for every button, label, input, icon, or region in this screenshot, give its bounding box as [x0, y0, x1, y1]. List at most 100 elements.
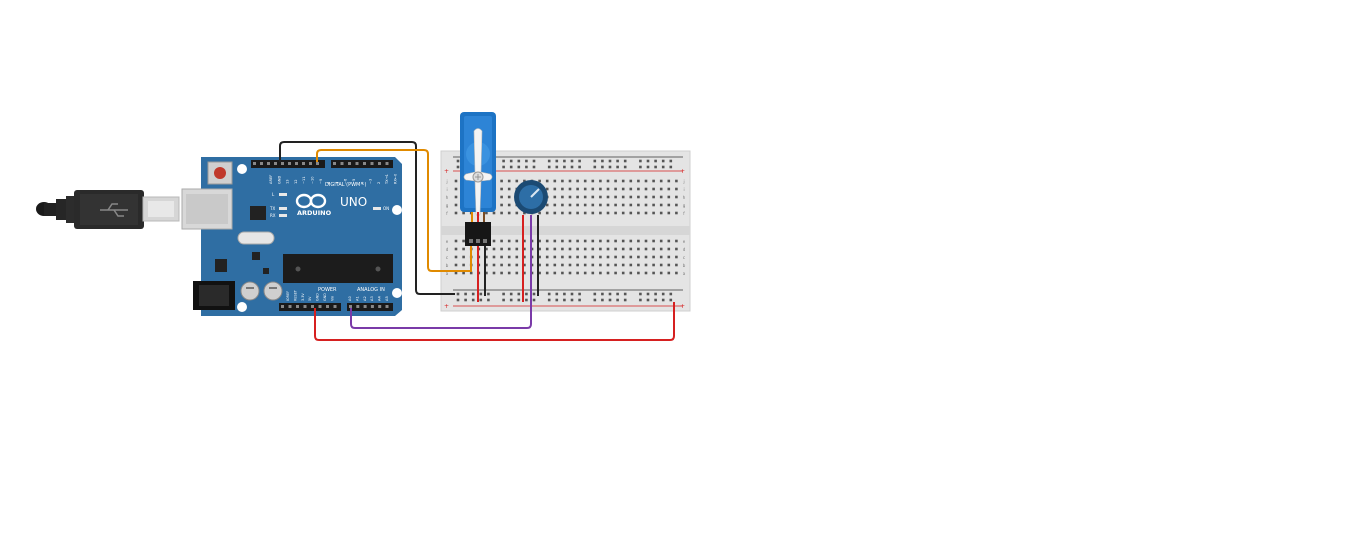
breadboard-hole[interactable] — [646, 292, 650, 296]
breadboard-hole[interactable] — [621, 179, 625, 183]
breadboard-hole[interactable] — [659, 179, 663, 183]
header-pin[interactable] — [356, 305, 360, 308]
breadboard-hole[interactable] — [568, 247, 572, 251]
header-pin[interactable] — [281, 305, 284, 308]
breadboard-hole[interactable] — [553, 187, 557, 191]
breadboard-hole[interactable] — [637, 187, 640, 191]
wire-gnd[interactable] — [279, 141, 455, 295]
breadboard-hole[interactable] — [479, 292, 483, 296]
wire-signal[interactable] — [316, 149, 472, 272]
header-pin[interactable] — [288, 162, 291, 165]
breadboard-hole[interactable] — [583, 263, 587, 267]
breadboard-hole[interactable] — [675, 211, 678, 215]
breadboard-hole[interactable] — [675, 255, 678, 259]
breadboard-hole[interactable] — [623, 159, 627, 163]
breadboard-hole[interactable] — [532, 298, 536, 302]
breadboard-hole[interactable] — [629, 271, 633, 275]
breadboard-hole[interactable] — [621, 195, 625, 199]
breadboard-hole[interactable] — [608, 165, 612, 169]
breadboard-hole[interactable] — [593, 298, 597, 302]
breadboard-hole[interactable] — [652, 247, 655, 251]
wire-analog[interactable] — [350, 215, 532, 329]
breadboard-hole[interactable] — [471, 298, 475, 302]
breadboard-hole[interactable] — [583, 271, 587, 275]
breadboard-hole[interactable] — [568, 187, 572, 191]
breadboard-hole[interactable] — [464, 292, 467, 296]
breadboard-hole[interactable] — [623, 165, 627, 169]
breadboard-hole[interactable] — [639, 292, 642, 296]
breadboard-hole[interactable] — [621, 247, 625, 251]
breadboard-hole[interactable] — [547, 292, 551, 296]
breadboard-hole[interactable] — [629, 179, 633, 183]
header-pin[interactable] — [260, 162, 263, 165]
breadboard-hole[interactable] — [659, 239, 663, 243]
breadboard-hole[interactable] — [553, 239, 557, 243]
header-pin[interactable] — [318, 305, 322, 308]
breadboard-hole[interactable] — [545, 179, 549, 183]
breadboard-hole[interactable] — [601, 165, 604, 169]
breadboard-hole[interactable] — [538, 255, 541, 259]
breadboard-hole[interactable] — [621, 255, 625, 259]
header-pin[interactable] — [370, 305, 374, 308]
breadboard-hole[interactable] — [500, 255, 503, 259]
header-pin[interactable] — [296, 305, 299, 308]
breadboard-hole[interactable] — [555, 298, 559, 302]
breadboard-hole[interactable] — [591, 211, 595, 215]
breadboard-hole[interactable] — [576, 195, 579, 199]
power-header[interactable] — [279, 303, 341, 311]
breadboard-hole[interactable] — [621, 271, 625, 275]
breadboard-hole[interactable] — [454, 187, 458, 191]
header-pin[interactable] — [253, 162, 256, 165]
breadboard-hole[interactable] — [667, 271, 671, 275]
breadboard-hole[interactable] — [644, 187, 648, 191]
breadboard-hole[interactable] — [502, 165, 505, 169]
breadboard-hole[interactable] — [532, 159, 536, 163]
breadboard-hole[interactable] — [462, 247, 465, 251]
breadboard-hole[interactable] — [606, 203, 610, 207]
breadboard-hole[interactable] — [637, 263, 640, 267]
breadboard-hole[interactable] — [500, 179, 503, 183]
breadboard-hole[interactable] — [591, 263, 595, 267]
breadboard-hole[interactable] — [456, 292, 460, 296]
breadboard-hole[interactable] — [492, 247, 496, 251]
breadboard-hole[interactable] — [599, 179, 602, 183]
breadboard-hole[interactable] — [578, 159, 581, 163]
breadboard-hole[interactable] — [568, 179, 572, 183]
header-pin[interactable] — [295, 162, 298, 165]
breadboard-hole[interactable] — [553, 203, 557, 207]
breadboard-hole[interactable] — [507, 195, 511, 199]
breadboard-hole[interactable] — [675, 247, 678, 251]
breadboard-hole[interactable] — [485, 255, 488, 259]
breadboard-hole[interactable] — [507, 239, 511, 243]
breadboard-hole[interactable] — [464, 298, 467, 302]
breadboard-hole[interactable] — [570, 165, 574, 169]
breadboard-hole[interactable] — [509, 165, 513, 169]
breadboard-hole[interactable] — [583, 239, 587, 243]
breadboard-hole[interactable] — [667, 247, 671, 251]
header-pin[interactable] — [267, 162, 270, 165]
breadboard-hole[interactable] — [502, 292, 505, 296]
breadboard-hole[interactable] — [515, 239, 519, 243]
breadboard-hole[interactable] — [568, 239, 572, 243]
breadboard-hole[interactable] — [523, 239, 526, 243]
breadboard-hole[interactable] — [500, 271, 503, 275]
breadboard-hole[interactable] — [563, 165, 566, 169]
breadboard-hole[interactable] — [637, 255, 640, 259]
breadboard-hole[interactable] — [654, 292, 657, 296]
breadboard-hole[interactable] — [454, 195, 458, 199]
breadboard-hole[interactable] — [492, 239, 496, 243]
breadboard-hole[interactable] — [659, 271, 663, 275]
breadboard-hole[interactable] — [637, 179, 640, 183]
breadboard-hole[interactable] — [599, 211, 602, 215]
breadboard-hole[interactable] — [545, 255, 549, 259]
breadboard-hole[interactable] — [654, 165, 657, 169]
breadboard-hole[interactable] — [599, 247, 602, 251]
breadboard-hole[interactable] — [517, 165, 521, 169]
breadboard-hole[interactable] — [621, 203, 625, 207]
breadboard-hole[interactable] — [509, 292, 513, 296]
breadboard-hole[interactable] — [583, 179, 587, 183]
breadboard-hole[interactable] — [462, 263, 465, 267]
breadboard-hole[interactable] — [509, 159, 513, 163]
breadboard-hole[interactable] — [621, 239, 625, 243]
breadboard-hole[interactable] — [606, 179, 610, 183]
